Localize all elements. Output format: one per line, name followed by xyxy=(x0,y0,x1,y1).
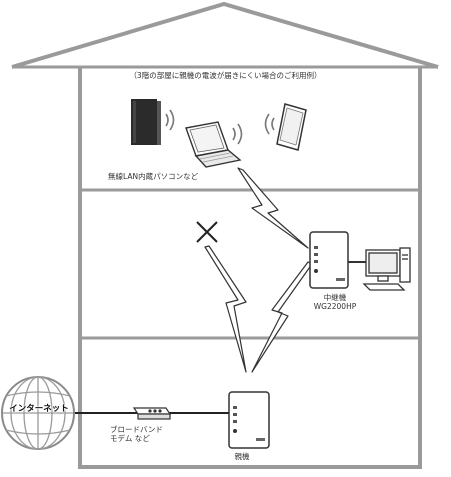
lightning-signal-icon xyxy=(204,245,247,373)
repeater-label: 中継機 xyxy=(323,293,347,302)
wifi-waves-icon xyxy=(232,123,243,145)
modem-icon xyxy=(132,407,172,420)
tablet-icon xyxy=(276,103,307,151)
router-device xyxy=(228,391,270,449)
globe-icon xyxy=(1,376,75,450)
desktop-pc-icon xyxy=(362,247,411,291)
cross-icon xyxy=(196,221,218,243)
wifi-waves-icon xyxy=(264,113,275,135)
internet-label: インターネット xyxy=(9,404,69,414)
modem-label: ブロードバンド xyxy=(110,425,163,434)
pc-label: 無線LAN内蔵パソコンなど xyxy=(108,172,199,181)
house-outline xyxy=(11,1,439,469)
modem-label-2: モデム など xyxy=(110,434,150,443)
lightning-signal-icon xyxy=(237,167,309,249)
repeater-model-label: WG2200HP xyxy=(313,302,357,311)
diagram-caption: （3階の部屋に親機の電波が届きにくい場合のご利用例） xyxy=(129,71,322,80)
wifi-waves-icon xyxy=(165,109,175,131)
tower-device xyxy=(131,99,161,145)
laptop-icon xyxy=(185,121,242,168)
router-label: 親機 xyxy=(234,452,250,461)
repeater-device xyxy=(309,231,349,289)
lightning-signal-icon xyxy=(251,261,313,373)
